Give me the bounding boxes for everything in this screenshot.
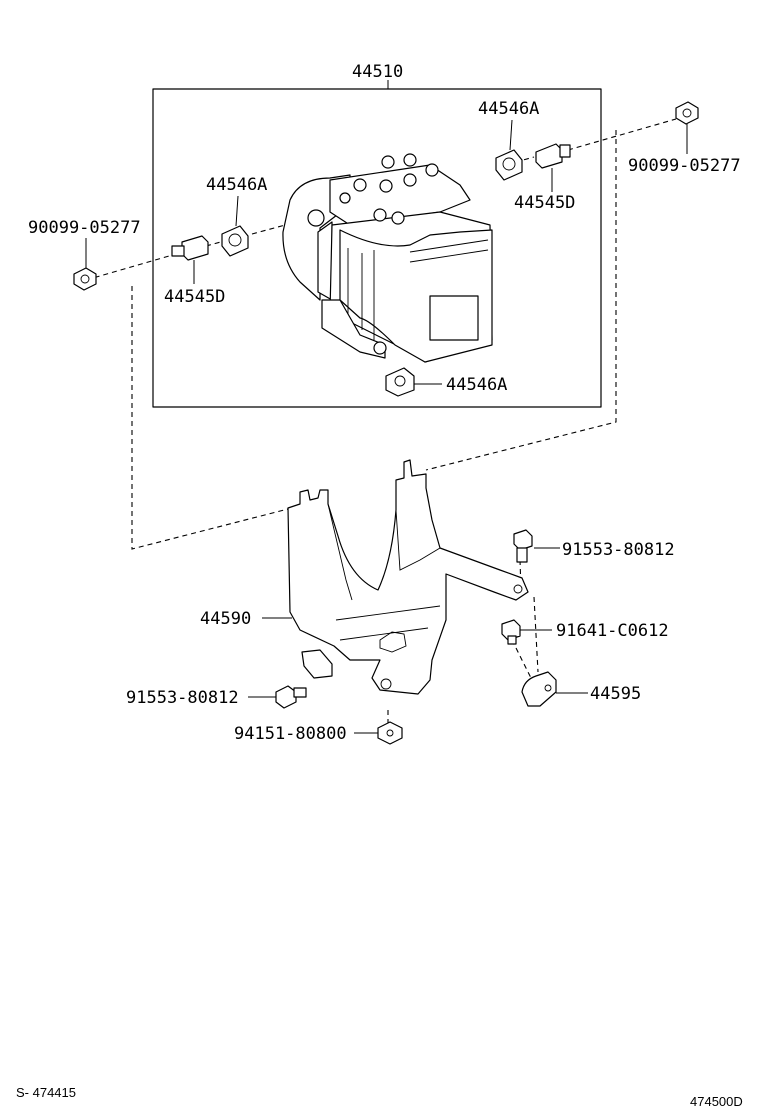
abs-bracket	[287, 459, 529, 695]
label-bracket: 44590	[200, 609, 251, 629]
label-nut-right: 90099-05277	[628, 156, 741, 176]
abs-actuator	[282, 153, 493, 363]
label-nut-bottom: 94151-80800	[234, 724, 347, 744]
label-bolt-small: 91641-C0612	[556, 621, 669, 641]
bolt-small	[501, 619, 521, 645]
plug-left	[221, 225, 249, 257]
clamp	[521, 671, 557, 707]
dash-bolt-axis	[387, 559, 539, 724]
union-left	[171, 235, 209, 261]
bolt-right	[513, 529, 533, 563]
dash-left	[131, 286, 293, 550]
plug-top-leader	[509, 119, 513, 151]
footer-left: S- 474415	[16, 1085, 76, 1100]
nut-bottom	[377, 721, 403, 745]
label-bolt-left: 91553-80812	[126, 688, 239, 708]
label-union-left: 44545D	[164, 287, 225, 307]
label-plug-top: 44546A	[478, 99, 539, 119]
label-assembly: 44510	[352, 62, 403, 82]
footer-right: 474500D	[690, 1094, 743, 1109]
assembly-frame	[152, 88, 602, 408]
label-nut-left: 90099-05277	[28, 218, 141, 238]
dash-right	[425, 130, 617, 471]
label-plug-bottom: 44546A	[446, 375, 507, 395]
plug-left-leader	[235, 195, 239, 227]
nut-left	[73, 267, 97, 291]
union-right	[535, 143, 571, 169]
nut-right	[675, 101, 699, 125]
dash-top-axis	[85, 118, 677, 281]
plug-top	[495, 149, 523, 181]
bolt-left	[275, 685, 307, 709]
label-union-right: 44545D	[514, 193, 575, 213]
label-clamp: 44595	[590, 684, 641, 704]
label-bolt-right: 91553-80812	[562, 540, 675, 560]
label-plug-left: 44546A	[206, 175, 267, 195]
plug-bottom	[385, 367, 415, 397]
